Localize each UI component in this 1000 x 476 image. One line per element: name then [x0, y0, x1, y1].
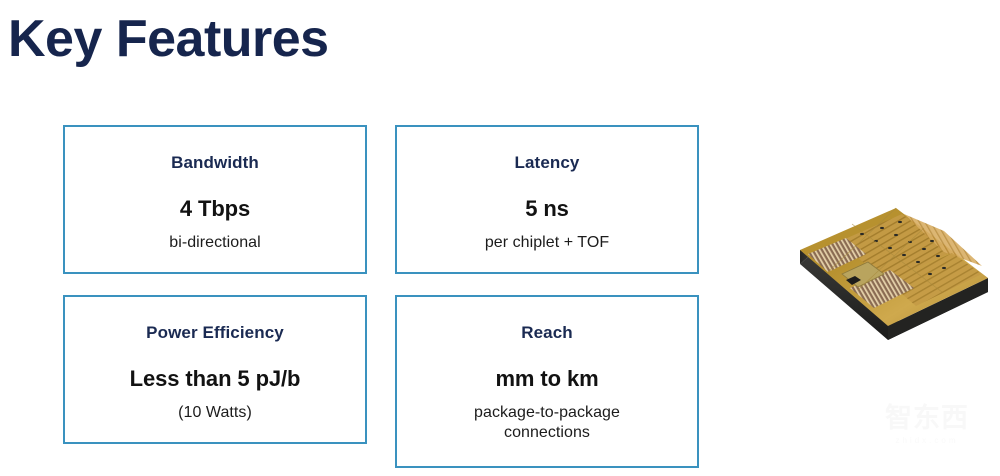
card-subtitle: per chiplet + TOF: [397, 233, 697, 253]
card-value: 4 Tbps: [179, 196, 251, 221]
watermark-url: zhidx.com: [895, 436, 959, 445]
feature-card-latency: Latency 5 ns per chiplet + TOF: [395, 125, 699, 274]
feature-card-power-efficiency: Power Efficiency Less than 5 pJ/b (10 Wa…: [63, 295, 367, 444]
feature-card-bandwidth: Bandwidth 4 Tbps bi-directional: [63, 125, 367, 274]
card-subtitle: bi-directional: [65, 233, 365, 253]
card-value: Less than 5 pJ/b: [129, 366, 301, 391]
card-heading: Reach: [521, 323, 573, 342]
card-subtitle-line: bi-directional: [169, 234, 261, 251]
silicon-chip-die-image: [800, 207, 988, 340]
card-heading: Bandwidth: [171, 153, 259, 172]
card-subtitle-line: (10 Watts): [178, 404, 252, 421]
feature-card-reach: Reach mm to km package-to-package connec…: [395, 295, 699, 468]
card-value: mm to km: [495, 366, 599, 391]
card-subtitle-line: connections: [504, 424, 590, 442]
card-subtitle-line: per chiplet + TOF: [484, 234, 610, 251]
card-value: 5 ns: [525, 196, 569, 221]
page-title: Key Features: [8, 10, 329, 68]
watermark-logo: 智东西 zhidx.com: [866, 400, 988, 456]
card-heading: Power Efficiency: [146, 323, 284, 342]
watermark-characters: 智东西: [885, 403, 969, 433]
card-subtitle: package-to-package connections: [397, 403, 697, 444]
card-subtitle-line: package-to-package: [474, 404, 620, 421]
card-subtitle: (10 Watts): [65, 403, 365, 423]
card-heading: Latency: [514, 153, 580, 172]
